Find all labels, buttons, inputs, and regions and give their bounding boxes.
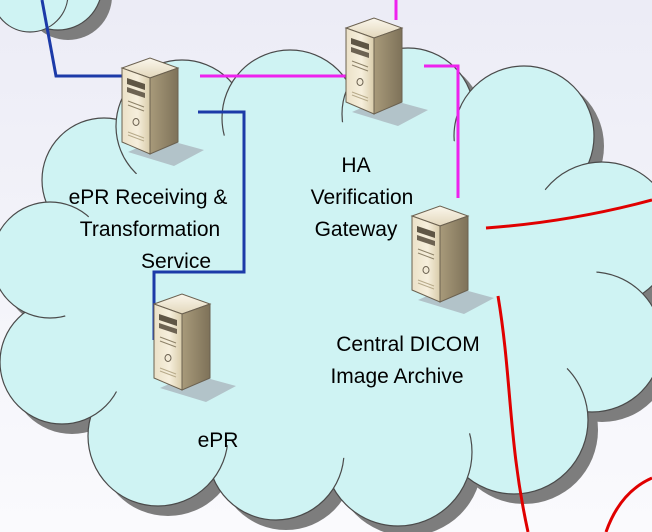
cloud-fill: [62, 122, 598, 458]
central-archive-label-line-1: Central DICOM: [336, 333, 480, 356]
ha-gateway-label-line-1: HA: [341, 154, 370, 177]
central-archive-label-line-2: Image Archive: [330, 365, 463, 388]
link-red-right: [485, 198, 652, 230]
epr-receiving-label-line-2: Transformation: [80, 218, 220, 241]
ha-gateway-label-line-2: Verification: [311, 186, 414, 209]
link-blue-upper: [40, 0, 130, 78]
link-blue-lower: [152, 110, 246, 340]
cloud-corner: [0, 0, 69, 33]
epr-label: ePR: [198, 429, 239, 452]
link-red-down: [496, 295, 530, 532]
epr-receiving-label-line-3: Service: [141, 250, 211, 273]
link-magenta-archive: [424, 64, 460, 198]
link-red-corner: [604, 476, 652, 532]
epr-receiving-label-line-1: ePR Receiving &: [69, 186, 228, 209]
ha-gateway-label-line-3: Gateway: [315, 218, 398, 241]
